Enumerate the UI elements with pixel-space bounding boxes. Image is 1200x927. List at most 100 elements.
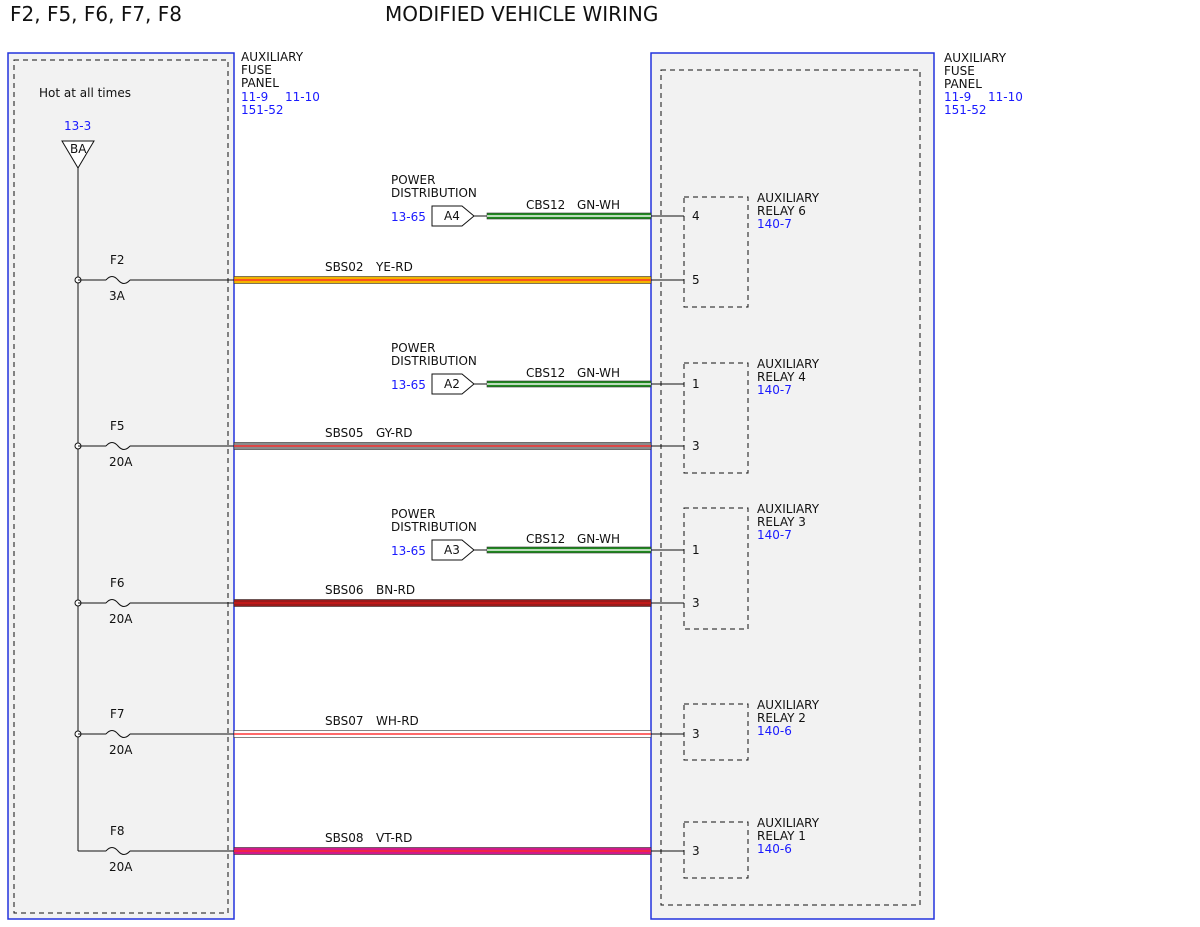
wire-sbs02-stripe <box>234 279 651 281</box>
power-distribution-label-2: DISTRIBUTION <box>391 186 477 200</box>
power-distribution-label-1: POWER <box>391 507 435 521</box>
wire-color-label: GY-RD <box>376 426 413 440</box>
wire-circuit-label: CBS12 <box>526 366 565 380</box>
power-distribution-ref: 13-65 <box>391 544 426 558</box>
wire-color-label: GN-WH <box>577 366 620 380</box>
relay-ref: 140-7 <box>757 217 792 231</box>
wire-color-label: WH-RD <box>376 714 419 728</box>
wire-cbs12-a4 <box>486 212 652 220</box>
wire-color-label: BN-RD <box>376 583 415 597</box>
left-panel-title-line-1: AUXILIARY <box>241 50 304 64</box>
relay-title-line-2: RELAY 4 <box>757 370 806 384</box>
wire-cbs12-a2-stripe <box>487 383 651 385</box>
relay-box-2 <box>683 362 749 474</box>
relay-box-5 <box>683 821 749 879</box>
wire-cbs12-a3 <box>486 546 652 554</box>
fuse-icon-f7 <box>105 730 131 738</box>
wire-color-label: YE-RD <box>375 260 413 274</box>
left-panel-title-line-3: PANEL <box>241 76 279 90</box>
fuse-icon-f2 <box>105 276 131 284</box>
relay-pin-number: 4 <box>692 209 700 223</box>
wire-circuit-label: CBS12 <box>526 198 565 212</box>
relay-pin-number: 1 <box>692 543 700 557</box>
fuse-name-f7: F7 <box>110 707 125 721</box>
wire-color-label: GN-WH <box>577 532 620 546</box>
right-panel-ref-1: 11-9 <box>944 90 971 104</box>
wire-sbs02 <box>233 276 652 284</box>
power-distribution-label-2: DISTRIBUTION <box>391 520 477 534</box>
left-panel-ref-3: 151-52 <box>241 103 284 117</box>
connector-name: A4 <box>444 209 460 223</box>
wire-sbs08-stripe <box>234 850 651 852</box>
fuse-rating-f5: 20A <box>109 455 133 469</box>
wire-circuit-label: SBS02 <box>325 260 364 274</box>
power-distribution-label-1: POWER <box>391 173 435 187</box>
right-panel-title-line-1: AUXILIARY <box>944 51 1007 65</box>
wire-sbs05-stripe <box>234 445 651 447</box>
fuse-icon-f6 <box>105 599 131 607</box>
connector-icon <box>431 539 475 561</box>
relay-title-line-2: RELAY 1 <box>757 829 806 843</box>
wire-cbs12-a2 <box>486 380 652 388</box>
right-panel-title-line-3: PANEL <box>944 77 982 91</box>
connector-icon <box>431 205 475 227</box>
relay-title-line-2: RELAY 6 <box>757 204 806 218</box>
fuse-rating-f7: 20A <box>109 743 133 757</box>
power-source-node: BA <box>70 142 87 156</box>
relay-ref: 140-6 <box>757 842 792 856</box>
wire-color-label: GN-WH <box>577 198 620 212</box>
page-title-left: F2, F5, F6, F7, F8 <box>10 2 182 26</box>
wire-sbs05 <box>233 442 652 450</box>
connector-name: A2 <box>444 377 460 391</box>
wire-sbs06 <box>233 599 652 607</box>
connector-name: A3 <box>444 543 460 557</box>
relay-pin-number: 1 <box>692 377 700 391</box>
relay-title-line-1: AUXILIARY <box>757 191 820 205</box>
hot-at-all-times-label: Hot at all times <box>39 86 131 100</box>
relay-pin-number: 3 <box>692 439 700 453</box>
relay-ref: 140-7 <box>757 383 792 397</box>
fuse-icon-f8 <box>105 847 131 855</box>
power-source-triangle-icon <box>61 140 95 169</box>
fuse-rating-f6: 20A <box>109 612 133 626</box>
right-relay-panel <box>650 52 935 920</box>
relay-pin-number: 3 <box>692 727 700 741</box>
left-fuse-panel <box>7 52 235 920</box>
relay-title-line-1: AUXILIARY <box>757 502 820 516</box>
left-panel-ref-2: 11-10 <box>285 90 320 104</box>
relay-title-line-1: AUXILIARY <box>757 698 820 712</box>
wire-cbs12-a4-stripe <box>487 215 651 217</box>
fuse-name-f2: F2 <box>110 253 125 267</box>
right-relay-panel-boundary <box>660 69 921 906</box>
wire-sbs07 <box>233 730 652 738</box>
power-distribution-label-2: DISTRIBUTION <box>391 354 477 368</box>
wire-cbs12-a3-stripe <box>487 549 651 551</box>
left-fuse-panel-boundary <box>13 59 229 914</box>
relay-title-line-2: RELAY 3 <box>757 515 806 529</box>
relay-pin-number: 5 <box>692 273 700 287</box>
wire-circuit-label: SBS08 <box>325 831 364 845</box>
relay-title-line-1: AUXILIARY <box>757 816 820 830</box>
power-distribution-label-1: POWER <box>391 341 435 355</box>
wire-circuit-label: SBS05 <box>325 426 364 440</box>
relay-pin-number: 3 <box>692 844 700 858</box>
relay-title-line-1: AUXILIARY <box>757 357 820 371</box>
power-distribution-ref: 13-65 <box>391 210 426 224</box>
wire-circuit-label: SBS07 <box>325 714 364 728</box>
right-panel-ref-2: 11-10 <box>988 90 1023 104</box>
power-distribution-ref: 13-65 <box>391 378 426 392</box>
fuse-name-f8: F8 <box>110 824 125 838</box>
right-panel-ref-3: 151-52 <box>944 103 987 117</box>
relay-title-line-2: RELAY 2 <box>757 711 806 725</box>
relay-box-3 <box>683 507 749 630</box>
fuse-name-f6: F6 <box>110 576 125 590</box>
relay-box-1 <box>683 196 749 308</box>
wire-sbs06-stripe <box>234 602 651 604</box>
fuse-name-f5: F5 <box>110 419 125 433</box>
relay-pin-number: 3 <box>692 596 700 610</box>
page-title-center: MODIFIED VEHICLE WIRING <box>385 2 658 26</box>
wire-sbs07-stripe <box>234 733 651 735</box>
wire-sbs08 <box>233 847 652 855</box>
